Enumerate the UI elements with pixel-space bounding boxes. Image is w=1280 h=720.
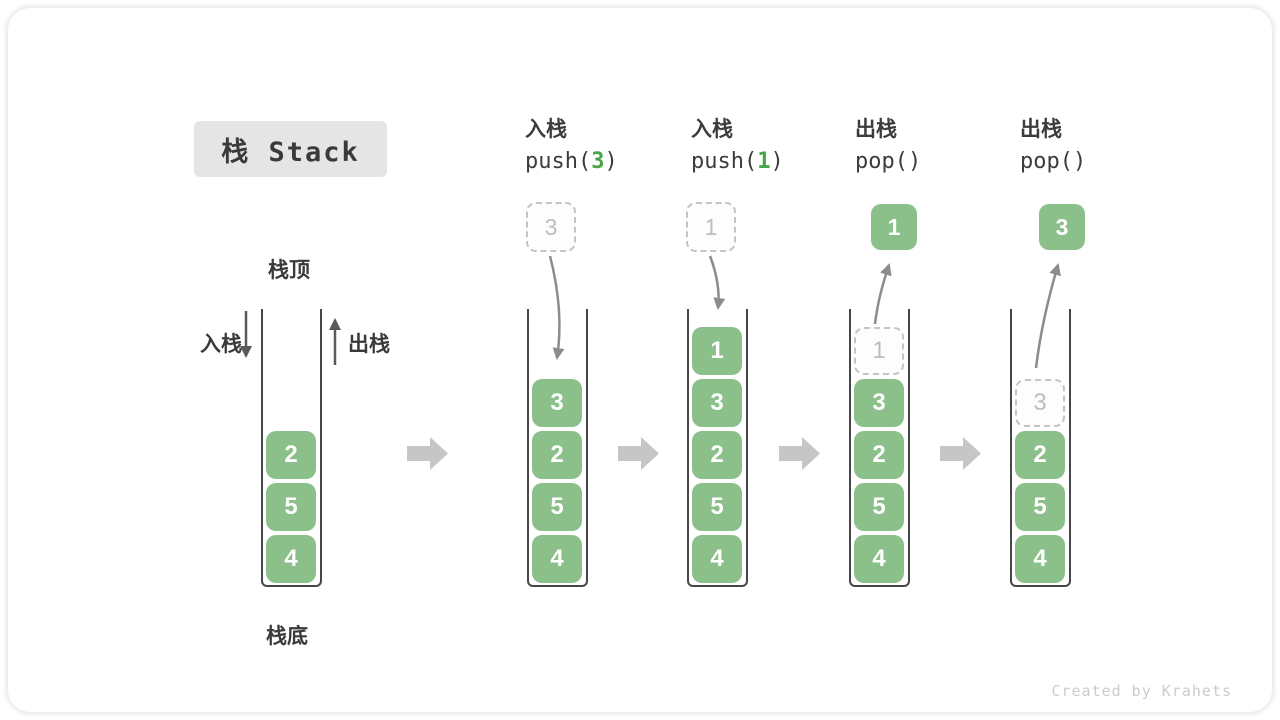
op-label-pop-2: 出栈 xyxy=(1020,118,1062,141)
stack-block: 1 xyxy=(692,327,742,375)
stack-block: 3 xyxy=(692,379,742,427)
push-1-arrow xyxy=(708,255,726,310)
stack-block: 5 xyxy=(1015,483,1065,531)
op-label-push-3: 入栈 xyxy=(525,118,567,141)
code-pre: push( xyxy=(525,149,592,174)
op-label-push-1: 入栈 xyxy=(691,118,733,141)
op-code-pop-1: pop() xyxy=(855,149,921,174)
step-arrow-icon xyxy=(940,437,981,470)
stack-block: 2 xyxy=(266,431,316,479)
pushed-value-box: 3 xyxy=(526,202,576,252)
stack-block: 5 xyxy=(532,483,582,531)
op-code-pop-2: pop() xyxy=(1020,149,1086,174)
stack-block: 5 xyxy=(266,483,316,531)
stack-container-3 xyxy=(687,309,748,587)
popped-value-box: 3 xyxy=(1039,204,1085,250)
stack-block: 3 xyxy=(854,379,904,427)
code-post: ) xyxy=(907,149,922,174)
push-direction-label: 入栈 xyxy=(200,333,242,356)
stack-placeholder: 3 xyxy=(1015,379,1065,427)
stack-block: 4 xyxy=(692,535,742,583)
op-code-push-3: push(3) xyxy=(525,149,618,174)
stack-block: 5 xyxy=(692,483,742,531)
step-arrow-icon xyxy=(618,437,659,470)
step-arrow-icon xyxy=(779,437,820,470)
stack-top-label: 栈顶 xyxy=(268,259,310,282)
op-label-pop-1: 出栈 xyxy=(855,118,897,141)
code-pre: push( xyxy=(691,149,758,174)
title-box: 栈 Stack xyxy=(194,121,387,177)
stack-block: 2 xyxy=(532,431,582,479)
stack-block: 4 xyxy=(532,535,582,583)
code-arg: 1 xyxy=(757,149,771,174)
op-code-push-1: push(1) xyxy=(691,149,784,174)
stack-block: 5 xyxy=(854,483,904,531)
code-pre: pop( xyxy=(855,149,908,174)
stack-block: 2 xyxy=(1015,431,1065,479)
stack-block: 4 xyxy=(1015,535,1065,583)
page-title: 栈 Stack xyxy=(221,136,360,168)
stack-container-1 xyxy=(261,309,322,587)
stack-block: 2 xyxy=(692,431,742,479)
stack-block: 3 xyxy=(532,379,582,427)
stack-block: 4 xyxy=(266,535,316,583)
code-arg: 3 xyxy=(591,149,605,174)
code-post: ) xyxy=(1072,149,1087,174)
step-arrow-icon xyxy=(407,437,448,470)
stack-container-5 xyxy=(1010,309,1071,587)
popped-value-box: 1 xyxy=(871,204,917,250)
diagram-card: 栈 Stack 入栈 push(3) 入栈 push(1) 出栈 pop() 出… xyxy=(8,8,1272,712)
stack-container-2 xyxy=(527,309,588,587)
arrow-overlay xyxy=(240,255,1061,470)
code-post: ) xyxy=(770,149,784,174)
stack-bottom-label: 栈底 xyxy=(266,625,308,648)
stack-container-4 xyxy=(849,309,910,587)
code-post: ) xyxy=(604,149,618,174)
credit-text: Created by Krahets xyxy=(1051,682,1232,700)
pushed-value-box: 1 xyxy=(686,202,736,252)
stack-block: 4 xyxy=(854,535,904,583)
code-pre: pop( xyxy=(1020,149,1073,174)
pop-direction-label: 出栈 xyxy=(348,333,390,356)
stack-placeholder: 1 xyxy=(854,327,904,375)
stack-block: 2 xyxy=(854,431,904,479)
